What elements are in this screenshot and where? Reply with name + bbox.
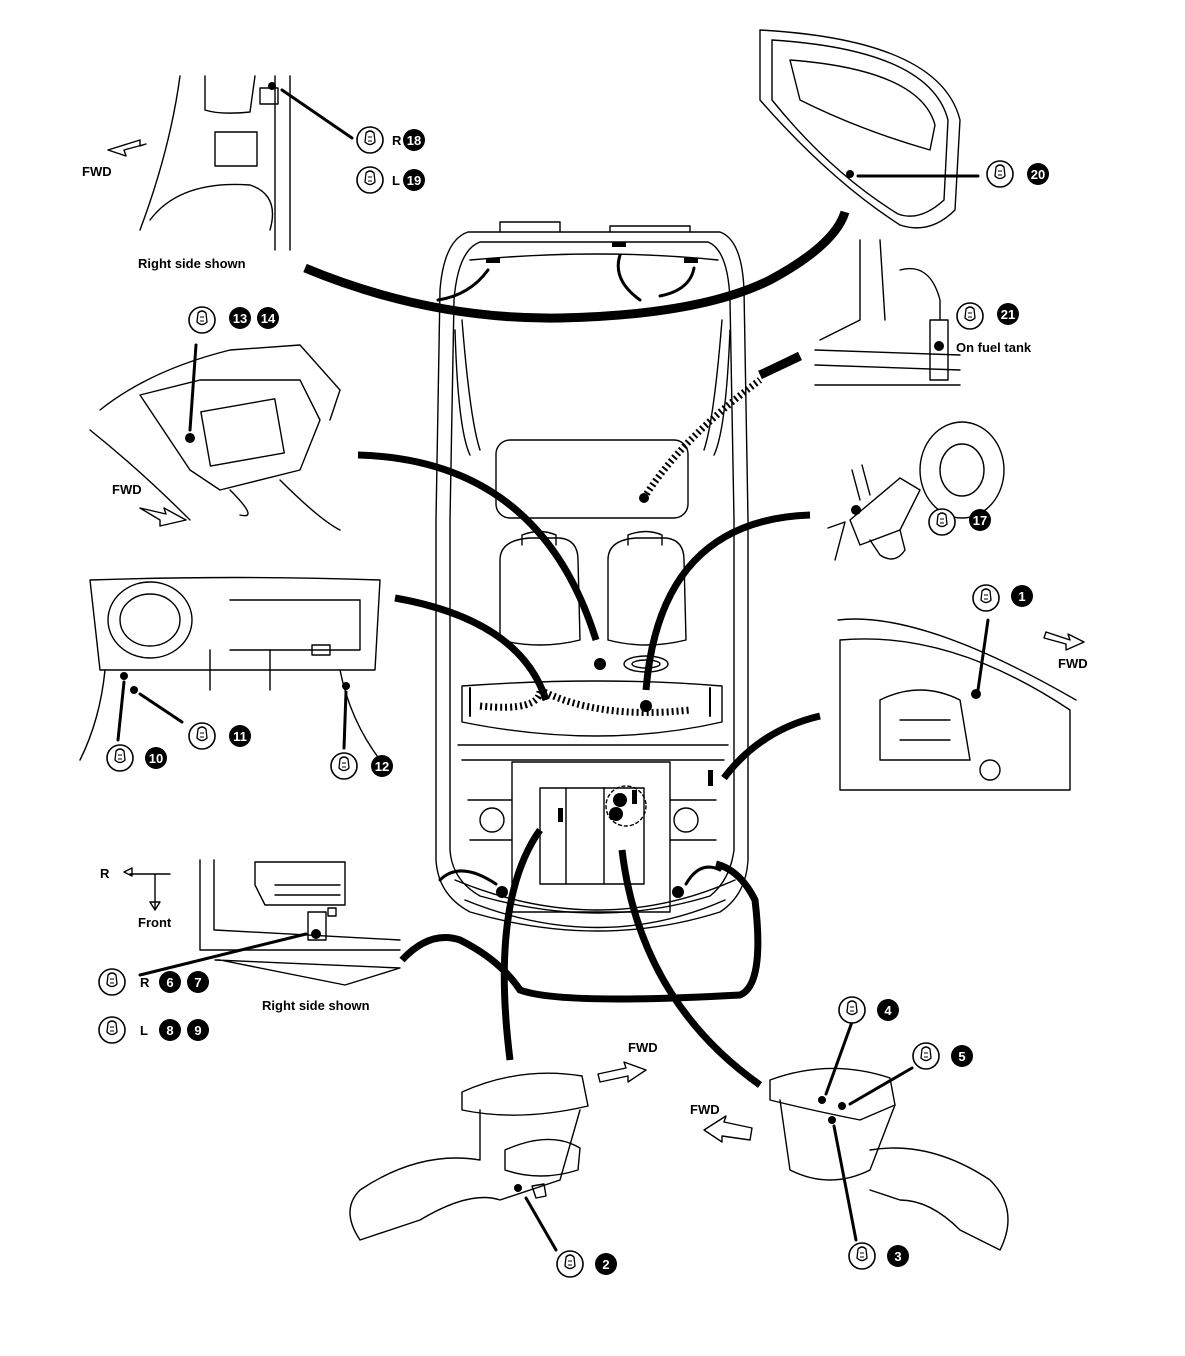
inset-rear-pillar (107, 75, 354, 251)
callout-10: 10 (106, 744, 167, 772)
inset-dashboard (79, 576, 381, 761)
svg-text:20: 20 (1031, 167, 1045, 182)
svg-text:11: 11 (233, 729, 247, 744)
leader-lines (303, 210, 850, 1088)
svg-text:6: 6 (166, 975, 173, 990)
on-fuel-tank-label: On fuel tank (956, 340, 1032, 355)
inset-floor-sill (123, 859, 401, 986)
inset-fuel-tank (814, 239, 961, 386)
svg-text:21: 21 (1001, 307, 1015, 322)
right-side-shown-label: Right side shown (138, 256, 246, 271)
svg-text:L: L (140, 1023, 148, 1038)
callout-19: L 19 (356, 166, 425, 194)
inset-pedal-right (703, 1020, 1009, 1251)
callout-3: 3 (848, 1242, 909, 1270)
svg-text:8: 8 (166, 1023, 173, 1038)
svg-text:R: R (392, 133, 402, 148)
svg-text:5: 5 (958, 1049, 965, 1064)
callout-21: 21 (956, 302, 1019, 330)
car-body-top-view (435, 221, 763, 932)
svg-text:9: 9 (194, 1023, 201, 1038)
svg-text:R: R (140, 975, 150, 990)
svg-text:10: 10 (149, 751, 163, 766)
svg-text:2: 2 (602, 1257, 609, 1272)
callout-20: 20 (986, 160, 1049, 188)
inset-engine-bay (837, 618, 1085, 791)
svg-text:19: 19 (407, 173, 421, 188)
callout-12: 12 (330, 752, 393, 780)
svg-text:13: 13 (233, 311, 247, 326)
svg-text:4: 4 (884, 1003, 892, 1018)
inset-pedal-left (349, 1061, 647, 1252)
svg-text:3: 3 (894, 1249, 901, 1264)
front-direction-label: Front (138, 915, 172, 930)
fwd-label: FWD (1058, 656, 1088, 671)
svg-text:14: 14 (261, 311, 276, 326)
svg-text:17: 17 (973, 513, 987, 528)
callout-18: R 18 (356, 126, 425, 154)
inset-steering-column (827, 421, 1005, 561)
svg-text:12: 12 (375, 759, 389, 774)
callout-8-9: L 8 9 (98, 1016, 209, 1044)
svg-text:L: L (392, 173, 400, 188)
inset-control-module (89, 343, 341, 531)
svg-text:7: 7 (194, 975, 201, 990)
fwd-label: FWD (690, 1102, 720, 1117)
fwd-label: FWD (628, 1040, 658, 1055)
callout-2: 2 (556, 1250, 617, 1278)
r-direction-label: R (100, 866, 110, 881)
callout-4: 4 (838, 996, 899, 1024)
fwd-label: FWD (82, 164, 112, 179)
callout-6-7: R 6 7 (98, 968, 209, 996)
callout-11: 11 (188, 722, 251, 750)
callout-17: 17 (928, 508, 991, 536)
callout-1: 1 (972, 584, 1033, 612)
svg-text:1: 1 (1018, 589, 1025, 604)
callout-13-14: 13 14 (188, 306, 279, 334)
right-side-shown-label: Right side shown (262, 998, 370, 1013)
inset-rear-hatch (759, 29, 980, 229)
fwd-label: FWD (112, 482, 142, 497)
svg-text:18: 18 (407, 133, 421, 148)
callout-5: 5 (912, 1042, 973, 1070)
